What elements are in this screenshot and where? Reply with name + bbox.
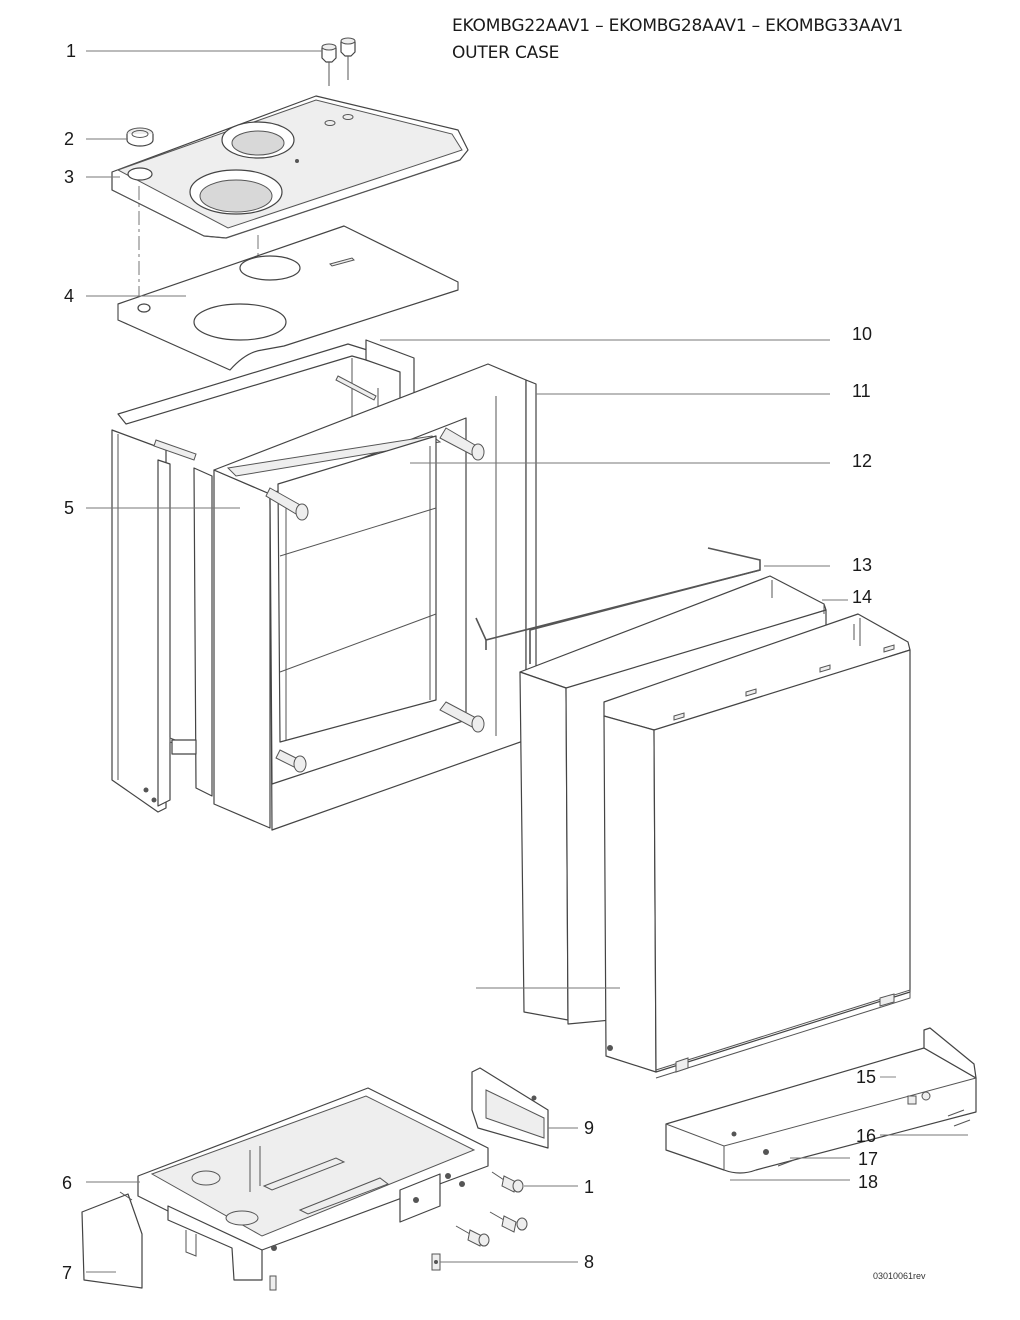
callout-10: 10 xyxy=(852,324,873,344)
callout-8: 8 xyxy=(584,1252,595,1272)
part-rod-upper xyxy=(335,375,377,401)
part-side-cover xyxy=(471,1067,549,1149)
part-insulation-plate xyxy=(117,225,459,371)
part-bottom-cover xyxy=(665,1027,977,1174)
callout-15: 15 xyxy=(856,1067,877,1087)
callout-13: 13 xyxy=(852,555,873,575)
part-front-case xyxy=(603,613,911,1079)
part-ring xyxy=(126,127,154,147)
callout-9: 9 xyxy=(584,1118,595,1138)
part-front-frame xyxy=(213,363,537,831)
part-wire-bracket xyxy=(475,547,761,664)
callout-17: 17 xyxy=(858,1149,879,1169)
callout-1-lower: 1 xyxy=(584,1177,595,1197)
callout-1-top: 1 xyxy=(66,41,77,61)
callout-2: 2 xyxy=(64,129,75,149)
part-frame-rim xyxy=(117,339,415,425)
part-base-tray xyxy=(137,1087,489,1291)
callout-14: 14 xyxy=(852,587,873,607)
callout-7: 7 xyxy=(62,1263,73,1283)
callout-16: 16 xyxy=(856,1126,877,1146)
part-top-cover xyxy=(111,95,469,239)
part-screws-lower xyxy=(431,1171,528,1271)
callout-11: 11 xyxy=(852,381,871,401)
part-screws-top xyxy=(321,37,356,86)
callout-4: 4 xyxy=(64,286,75,306)
callout-3: 3 xyxy=(64,167,75,187)
callout-18: 18 xyxy=(858,1172,879,1192)
drawing-reference: 03010061rev xyxy=(873,1271,926,1281)
part-front-flap xyxy=(81,1191,143,1289)
diagram-title: EKOMBG22AAV1 – EKOMBG28AAV1 – EKOMBG33AA… xyxy=(452,16,904,36)
callout-6: 6 xyxy=(62,1173,73,1193)
callout-5: 5 xyxy=(64,498,75,518)
diagram-subtitle: OUTER CASE xyxy=(452,43,560,63)
leader-lines xyxy=(86,50,968,1273)
callout-12: 12 xyxy=(852,451,873,471)
part-left-side-panel xyxy=(111,429,213,813)
